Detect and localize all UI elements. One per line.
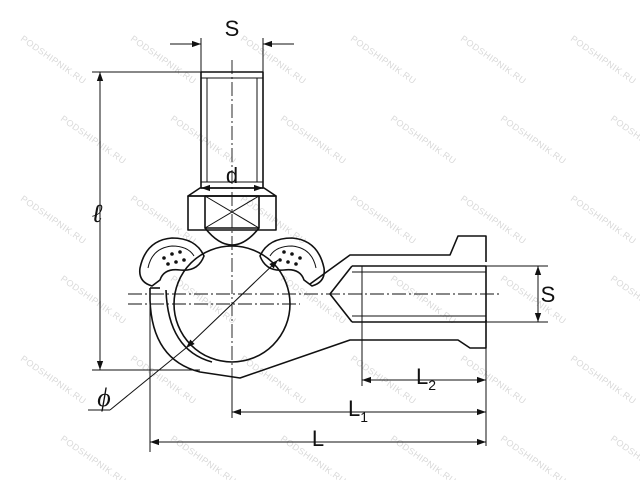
dim-s-top: S [170,16,294,72]
label-s-right: S [541,282,556,307]
dim-l-total: L [149,300,486,452]
watermark-text: PODSHIPNIK.RU [499,113,568,166]
dim-l2: L2 [361,322,487,446]
label-l-height: ℓ [92,199,103,228]
svg-text:L2: L2 [416,364,436,393]
label-l1-sub: 1 [360,409,368,425]
watermark-text: PODSHIPNIK.RU [239,353,308,406]
watermark-text: PODSHIPNIK.RU [499,273,568,326]
watermark-text: PODSHIPNIK.RU [19,353,88,406]
watermark-text: PODSHIPNIK.RU [459,193,528,246]
watermark-text: PODSHIPNIK.RU [129,33,198,86]
watermark-text: PODSHIPNIK.RU [19,33,88,86]
watermark-text: PODSHIPNIK.RU [19,193,88,246]
label-l2-sub: 2 [428,377,436,393]
dim-l-height: ℓ [92,71,201,371]
watermark-text: PODSHIPNIK.RU [459,33,528,86]
dim-phi: ϕ [88,259,279,412]
watermark-text: PODSHIPNIK.RU [569,33,638,86]
watermark-text: PODSHIPNIK.RU [169,113,238,166]
label-s-top: S [225,16,240,41]
label-d: d [226,163,238,188]
dim-l1: L1 [231,380,486,425]
dim-s-right: S [486,265,556,323]
label-l2-main: L [416,364,428,389]
socket-housing [149,235,487,379]
watermark-text: PODSHIPNIK.RU [609,113,640,166]
watermark-text: PODSHIPNIK.RU [279,113,348,166]
centerlines [128,60,500,380]
watermark-text: PODSHIPNIK.RU [59,113,128,166]
watermark-text: PODSHIPNIK.RU [349,193,418,246]
watermark-text: PODSHIPNIK.RU [609,433,640,480]
watermark-text: PODSHIPNIK.RU [169,433,238,480]
watermark-text: PODSHIPNIK.RU [569,193,638,246]
dim-d: d [201,163,263,192]
label-phi: ϕ [97,383,110,412]
watermark-text: PODSHIPNIK.RU [389,433,458,480]
svg-text:L1: L1 [348,396,368,425]
watermark-text: PODSHIPNIK.RU [499,433,568,480]
label-l1-main: L [348,396,360,421]
watermark-text: PODSHIPNIK.RU [569,353,638,406]
watermark-text: PODSHIPNIK.RU [349,33,418,86]
watermark-text: PODSHIPNIK.RU [609,273,640,326]
watermark-text: PODSHIPNIK.RU [59,273,128,326]
label-l-total: L [312,426,324,451]
watermark-text: PODSHIPNIK.RU [389,273,458,326]
watermark-text: PODSHIPNIK.RU [129,353,198,406]
watermark-text: PODSHIPNIK.RU [389,113,458,166]
watermark-text: PODSHIPNIK.RU [59,433,128,480]
